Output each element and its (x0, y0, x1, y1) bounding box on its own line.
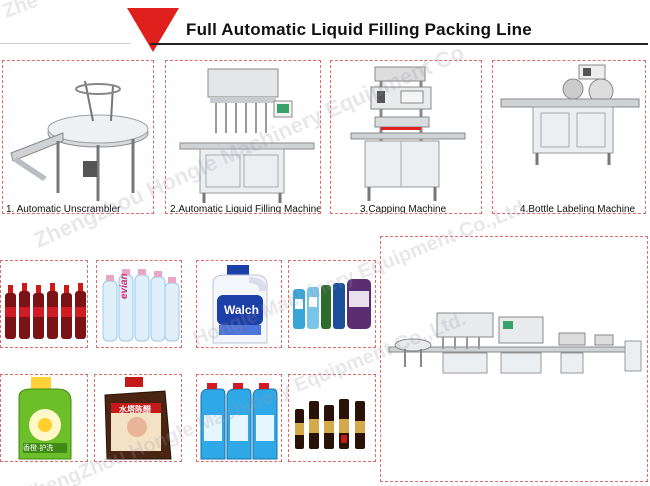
labeling-machine-icon (500, 64, 640, 165)
machine-caption: 3.Capping Machine (360, 204, 447, 214)
product-green-detergent: 香橙·护洗 (0, 374, 88, 462)
header-rule (150, 43, 648, 45)
detergent-bottle-image (212, 265, 268, 344)
vinegar-label: 水塔陈醋 (119, 405, 151, 414)
filling-machine-icon (179, 68, 315, 203)
chinese-small-label: 香橙·护洗 (23, 445, 54, 452)
green-detergent-image (18, 377, 72, 460)
machine-caption: 1. Automatic Unscrambler (6, 204, 121, 214)
product-cola-bottles (0, 260, 88, 348)
product-sauce-bottles (288, 374, 376, 462)
machine-caption: 4.Bottle Labeling Machine (520, 204, 636, 214)
machine-caption: 2.Automatic Liquid Filling Machine (170, 204, 321, 214)
product-detergent-bottle: Walch (196, 260, 282, 348)
machine-panel-filling: 2.Automatic Liquid Filling Machine (165, 60, 321, 214)
product-vinegar-jug: 水塔陈醋 (94, 374, 182, 462)
product-assorted-bottles (288, 260, 376, 348)
production-line-panel (380, 236, 648, 482)
unscrambler-table-icon (10, 80, 149, 201)
page-title: Full Automatic Liquid Filling Packing Li… (186, 20, 532, 39)
machine-panel-labeling: 4.Bottle Labeling Machine (492, 60, 646, 214)
red-triangle-icon (127, 8, 179, 52)
cola-bottles-image (5, 283, 86, 339)
capping-machine-icon (350, 66, 466, 201)
production-line-icon (388, 312, 642, 374)
evian-label: evian (119, 273, 130, 299)
assorted-bottles-image (293, 279, 371, 329)
walch-label: Walch (224, 303, 259, 317)
machine-panel-unscrambler: 1. Automatic Unscrambler (2, 60, 154, 214)
watermark-text: Zhe (0, 0, 41, 23)
machine-panel-capping: 3.Capping Machine (330, 60, 482, 214)
header-rule-left (0, 43, 130, 44)
vinegar-jug-image (104, 377, 172, 460)
washer-fluid-bottles-image (200, 383, 278, 460)
sauce-bottles-image (295, 399, 365, 449)
water-bottles-image (102, 269, 180, 342)
product-evian-bottles: evian (96, 260, 182, 348)
product-washer-fluid (196, 374, 282, 462)
